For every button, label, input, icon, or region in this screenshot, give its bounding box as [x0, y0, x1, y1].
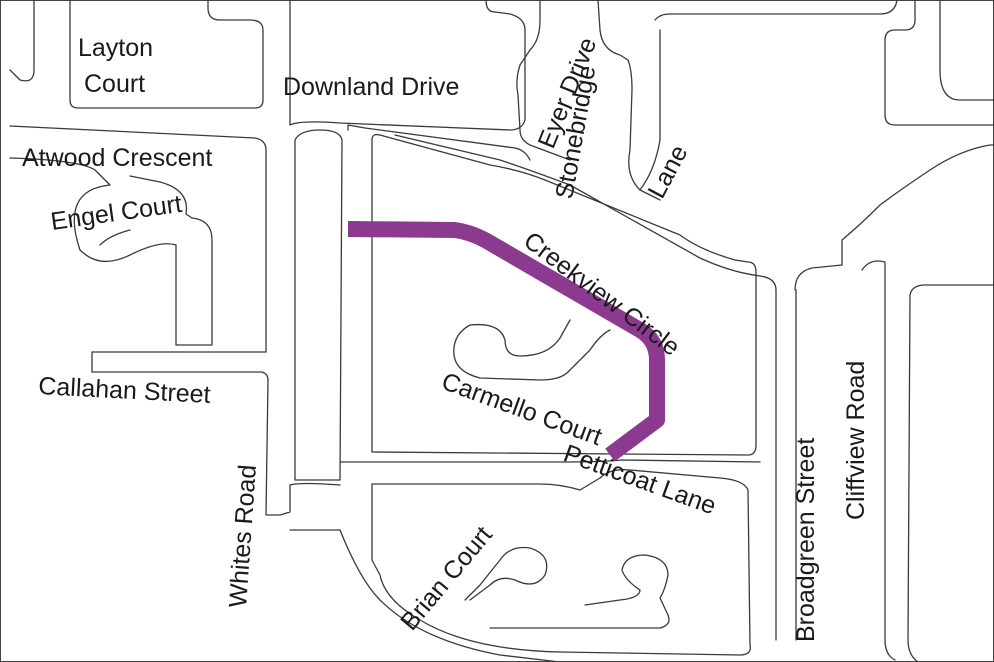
callahan-upper-edge	[91, 351, 269, 381]
broadgreen-east	[794, 264, 843, 291]
block-layton	[9, 0, 35, 82]
downland-south	[347, 124, 531, 161]
whites-road-median-left	[294, 129, 343, 481]
label-cliffview-road: Cliffview Road	[842, 361, 870, 520]
block-top-right	[884, 0, 994, 126]
petticoat-upper	[339, 459, 761, 463]
label-layton-court-line1: Layton	[78, 34, 153, 62]
whites-road-west	[265, 379, 341, 516]
cliffview-west	[861, 260, 896, 661]
whites-road-south	[289, 529, 561, 662]
label-downland-drive: Downland Drive	[283, 73, 459, 101]
creekview-inner-edge	[371, 133, 757, 456]
block-top-right-lower	[841, 144, 994, 266]
brian-court-right	[489, 554, 670, 629]
stonebridge-edge	[597, 0, 661, 201]
road-network	[9, 0, 994, 662]
downland-north	[289, 0, 526, 131]
brian-court-left	[464, 546, 548, 601]
lane-edge-west	[654, 0, 898, 21]
block-layton-court	[69, 0, 264, 109]
engel-court-edge	[9, 157, 213, 346]
eyer-drive-edge	[516, 0, 571, 161]
creekview-outer-edge	[394, 134, 777, 641]
engel-court-inner	[99, 229, 131, 246]
creekview-circle-highlight	[347, 221, 665, 462]
petticoat-lower-block	[371, 469, 751, 656]
label-layton-court-line2: Court	[84, 70, 145, 98]
label-broadgreen-street: Broadgreen Street	[792, 438, 820, 642]
atwood-upper-edge	[9, 125, 267, 353]
lane-edge-inner	[639, 29, 661, 191]
cliffview-east	[907, 284, 994, 662]
block-top-right-inner	[939, 0, 994, 101]
carmello-court-edge	[453, 319, 611, 381]
label-atwood-crescent: Atwood Crescent	[22, 144, 212, 172]
